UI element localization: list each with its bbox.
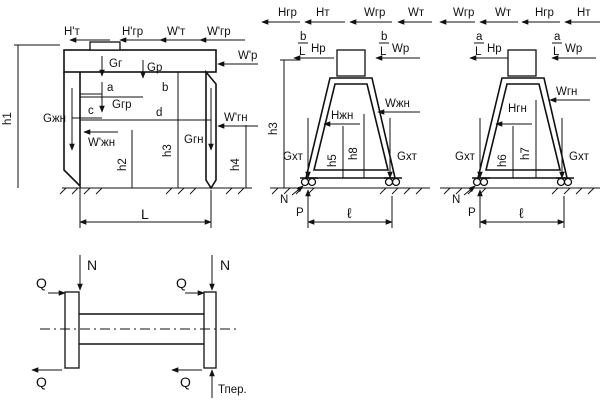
label-Wzhn-prime: W'жн bbox=[88, 137, 115, 149]
support-left-view: Нгр Нт Wгр Wт b L Hр b L Wр bbox=[261, 7, 432, 228]
label-Wt-1: Wт bbox=[408, 7, 425, 19]
dim-h2: h2 bbox=[117, 158, 129, 171]
label-Wgr-1: Wгр bbox=[364, 7, 385, 19]
trolley bbox=[89, 41, 121, 51]
label-Ngn: Нгн bbox=[508, 103, 527, 115]
support-cap-2 bbox=[507, 49, 537, 77]
support-frame-2 bbox=[476, 77, 569, 179]
label-Gxt-2b: Gхт bbox=[569, 151, 590, 163]
label-Hp-2: Hр bbox=[487, 43, 502, 55]
dim-h3-support: h3 bbox=[268, 122, 280, 135]
dim-h5: h5 bbox=[327, 154, 339, 167]
label-Wt-prime: W'т bbox=[167, 26, 186, 38]
label-Gg: Gг bbox=[109, 58, 122, 70]
label-Wp-2: Wр bbox=[565, 43, 582, 55]
label-Ngr-1: Нгр bbox=[278, 7, 297, 19]
plan-leg-left bbox=[64, 291, 80, 369]
label-Gxt-1b: Gхт bbox=[397, 151, 418, 163]
dim-h3: h3 bbox=[162, 144, 174, 157]
label-N-1: N bbox=[280, 194, 288, 206]
label-P-1: P bbox=[296, 207, 304, 219]
label-Nt-2: Нт bbox=[577, 7, 591, 19]
label-Ht-prime: H'т bbox=[64, 26, 81, 38]
label-Q-br: Q bbox=[180, 374, 191, 390]
support-right-view: Wгр Wт Нгр Нт a L Hр a L Wр bbox=[439, 7, 600, 228]
label-Wgn: Wгн bbox=[556, 86, 577, 98]
label-Wgn-prime: W'гн bbox=[224, 112, 248, 124]
label-Gxt-1a: Gхт bbox=[283, 151, 304, 163]
label-N-plan-right: N bbox=[220, 257, 230, 273]
label-Wzhn: Wжн bbox=[385, 98, 410, 110]
dim-h4: h4 bbox=[230, 158, 242, 171]
label-Q-tl: Q bbox=[36, 275, 47, 291]
ratio-b-num-2: b bbox=[381, 31, 387, 43]
rigid-leg bbox=[63, 72, 81, 188]
ratio-a-num-2: a bbox=[554, 31, 561, 43]
ratio-L-den-2: L bbox=[380, 46, 387, 58]
dim-a: a bbox=[107, 82, 114, 94]
ratio-L-den: L bbox=[299, 46, 306, 58]
label-Wr-prime: W'р bbox=[238, 50, 257, 62]
label-Gxt-2a: Gхт bbox=[455, 151, 476, 163]
ratio-L-den-3: L bbox=[475, 46, 482, 58]
label-N-2: N bbox=[452, 194, 460, 206]
label-Q-tr: Q bbox=[176, 275, 187, 291]
dim-b: b bbox=[162, 82, 168, 94]
portal-crane-view: H'т H'гр W'т W'гр W'р Gг Gр Gгр Gжн Gгн … bbox=[2, 26, 258, 228]
crane-beam bbox=[63, 49, 217, 73]
label-Hgr-prime: H'гр bbox=[122, 26, 143, 38]
label-Nzhn: Нжн bbox=[331, 110, 353, 122]
support-cap-1 bbox=[336, 49, 366, 77]
flexible-leg bbox=[205, 69, 217, 190]
label-Ngr-2: Нгр bbox=[535, 7, 554, 19]
dim-h8: h8 bbox=[348, 147, 360, 160]
label-Wgr-prime: W'гр bbox=[207, 26, 231, 38]
plan-leg-right bbox=[203, 291, 217, 369]
label-N-plan-left: N bbox=[87, 257, 97, 273]
label-Gr: Gр bbox=[147, 62, 162, 74]
label-Wt-2: Wт bbox=[495, 7, 512, 19]
dim-h1: h1 bbox=[2, 112, 14, 125]
ground-hatch-left bbox=[59, 187, 245, 195]
dim-h7: h7 bbox=[520, 147, 532, 160]
support-frame-1 bbox=[304, 77, 397, 179]
dim-d: d bbox=[156, 107, 162, 119]
label-Nt-1: Нт bbox=[316, 7, 330, 19]
ratio-b-num: b bbox=[300, 31, 306, 43]
label-Ggn: Gгн bbox=[184, 134, 204, 146]
ground-hatch-mid bbox=[271, 187, 423, 195]
dim-span-2: ℓ bbox=[519, 205, 524, 221]
label-Ggr: Gгр bbox=[112, 99, 132, 111]
label-Wgr-2: Wгр bbox=[453, 7, 474, 19]
label-T-per: Тпер. bbox=[218, 384, 247, 396]
plan-view: Q Q N N Q Q Тпер. bbox=[31, 255, 247, 398]
label-Q-bl: Q bbox=[36, 374, 47, 390]
dim-c: c bbox=[88, 105, 94, 117]
dim-span-1: ℓ bbox=[347, 205, 352, 221]
label-Gzhn: Gжн bbox=[43, 113, 66, 125]
ratio-L-den-4: L bbox=[553, 46, 560, 58]
label-P-2: P bbox=[468, 207, 476, 219]
dim-L: L bbox=[141, 206, 149, 222]
dim-h6: h6 bbox=[497, 154, 509, 167]
label-Hp-1: Hр bbox=[311, 43, 326, 55]
ratio-a-num: a bbox=[476, 31, 483, 43]
label-Wp-1: Wр bbox=[392, 43, 409, 55]
